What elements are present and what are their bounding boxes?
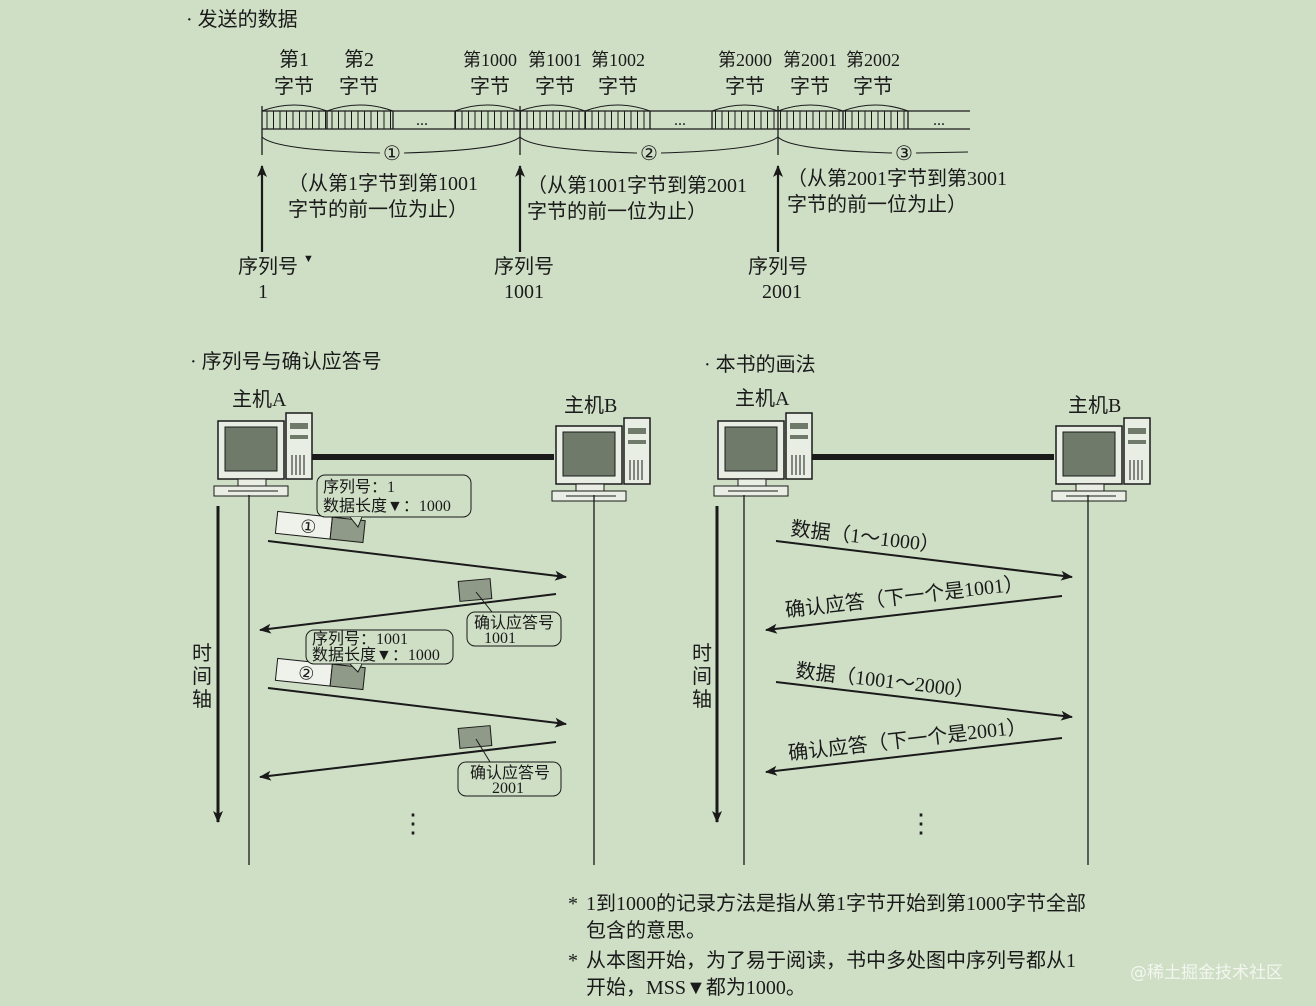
computer-icon <box>713 412 813 497</box>
sequence-arrows <box>257 165 783 252</box>
watermark: @稀土掘金技术社区 <box>1130 963 1283 983</box>
packet-number: ① <box>299 516 317 538</box>
ack-arrow <box>259 593 557 634</box>
byte-label: 字节 <box>274 75 314 98</box>
time-axis-label: 时 <box>192 642 212 665</box>
segment-number: ② <box>640 143 658 165</box>
callout-ack-label: 确认应答号 <box>474 613 554 632</box>
ellipsis: ... <box>674 112 686 129</box>
ack-packet <box>457 578 493 602</box>
byte-label: 字节 <box>598 75 638 98</box>
seq-label: 序列号 <box>494 255 554 278</box>
seq-value: 2001 <box>762 281 802 303</box>
section-title-book-notation: · 本书的画法 <box>704 353 816 376</box>
time-axis-label: 间 <box>692 665 712 688</box>
byte-labels: 第1 字节 第2 字节 第1000 字节 第1001 字节 第1002 字节 第… <box>274 48 900 98</box>
seq-value: 1001 <box>504 281 544 303</box>
ack-arrow <box>259 741 557 781</box>
time-axis-label: 轴 <box>692 688 712 711</box>
callout-seq-text: 序列号：1001 <box>312 630 408 648</box>
computer-icon <box>551 417 651 502</box>
data-arrow <box>775 540 1073 581</box>
callout-ack-label: 确认应答号 <box>470 763 550 782</box>
byte-label: 字节 <box>853 75 893 98</box>
byte-label: 第2002 <box>846 50 900 70</box>
ack-arrow <box>765 595 1063 634</box>
host-a-label: 主机A <box>232 388 287 411</box>
data-arrow <box>775 681 1073 721</box>
segment-number: ① <box>383 143 401 165</box>
continuation-dots: ⋮ <box>400 809 426 838</box>
footnote: * 从本图开始，为了易于阅读，书中多处图中序列号都从1开始，MSS▼都为1000… <box>568 948 1088 1002</box>
computer-icon <box>213 412 313 497</box>
footnote-text: 从本图开始，为了易于阅读，书中多处图中序列号都从1开始，MSS▼都为1000。 <box>586 950 1076 999</box>
host-a-label: 主机A <box>735 387 790 410</box>
segment-range: （从第2001字节到第3001 <box>787 167 1007 190</box>
segment-range: （从第1001字节到第2001 <box>527 174 747 197</box>
message-label: 确认应答（下一个是2001） <box>787 715 1028 765</box>
byte-label: 第2 <box>344 48 374 71</box>
seq-label: 序列号 <box>748 255 808 278</box>
segment-range: 字节的前一位为止） <box>527 200 707 223</box>
time-axis-label: 时 <box>692 642 712 665</box>
host-b-label: 主机B <box>1068 394 1121 417</box>
host-b-label: 主机B <box>564 394 617 417</box>
byte-label: 第2000 <box>718 50 772 70</box>
byte-label: 第1002 <box>591 50 645 70</box>
byte-label: 第2001 <box>783 50 837 70</box>
data-arrow <box>267 687 567 728</box>
byte-label: 第1001 <box>528 50 582 70</box>
packet-number: ② <box>297 663 315 685</box>
footnote-star: * <box>568 950 578 972</box>
segment-range: 字节的前一位为止） <box>787 193 967 216</box>
callout-seq-2: 序列号：1001 数据长度▼：1000 <box>305 629 454 673</box>
segment-range: （从第1字节到第1001 <box>288 172 478 195</box>
ack-arrow <box>765 737 1063 776</box>
footnote-text: 1到1000的记录方法是指从第1字节开始到第1000字节全部包含的意思。 <box>586 893 1086 942</box>
seq-value: 1 <box>258 281 268 303</box>
callout-ack-value: 2001 <box>492 780 524 797</box>
callout-seq-1: 序列号：1 数据长度▼：1000 <box>316 474 472 528</box>
byte-label: 字节 <box>470 75 510 98</box>
ack-packet <box>457 725 493 749</box>
time-axis-label: 轴 <box>192 688 212 711</box>
footnote-mark: ▼ <box>303 253 314 265</box>
callout-len-text: 数据长度▼：1000 <box>312 646 440 664</box>
time-axis-label: 间 <box>192 665 212 688</box>
segment-range: 字节的前一位为止） <box>288 198 468 221</box>
callout-ack-value: 1001 <box>484 630 516 647</box>
section-title-seq-ack: · 序列号与确认应答号 <box>190 350 382 373</box>
ellipsis: ... <box>416 112 428 129</box>
callout-ack-2: 确认应答号 2001 <box>457 738 562 797</box>
byte-label: 第1 <box>279 48 309 71</box>
byte-label: 字节 <box>725 75 765 98</box>
callout-len-text: 数据长度▼：1000 <box>323 497 451 515</box>
callout-seq-text: 序列号：1 <box>323 478 395 496</box>
seq-label: 序列号 <box>238 255 298 278</box>
section-title-sent-data: · 发送的数据 <box>186 8 298 31</box>
callout-ack-1: 确认应答号 1001 <box>466 591 562 647</box>
segment-number: ③ <box>895 143 913 165</box>
byte-stream-band <box>261 104 970 155</box>
byte-label: 字节 <box>790 75 830 98</box>
continuation-dots: ⋮ <box>908 809 934 838</box>
footnote-star: * <box>568 893 578 915</box>
computer-icon <box>1051 417 1151 502</box>
byte-label: 第1000 <box>463 50 517 70</box>
byte-label: 字节 <box>339 75 379 98</box>
data-arrow <box>267 540 567 581</box>
byte-label: 字节 <box>535 75 575 98</box>
footnote: * 1到1000的记录方法是指从第1字节开始到第1000字节全部包含的意思。 <box>568 891 1088 945</box>
ellipsis: ... <box>933 112 945 129</box>
